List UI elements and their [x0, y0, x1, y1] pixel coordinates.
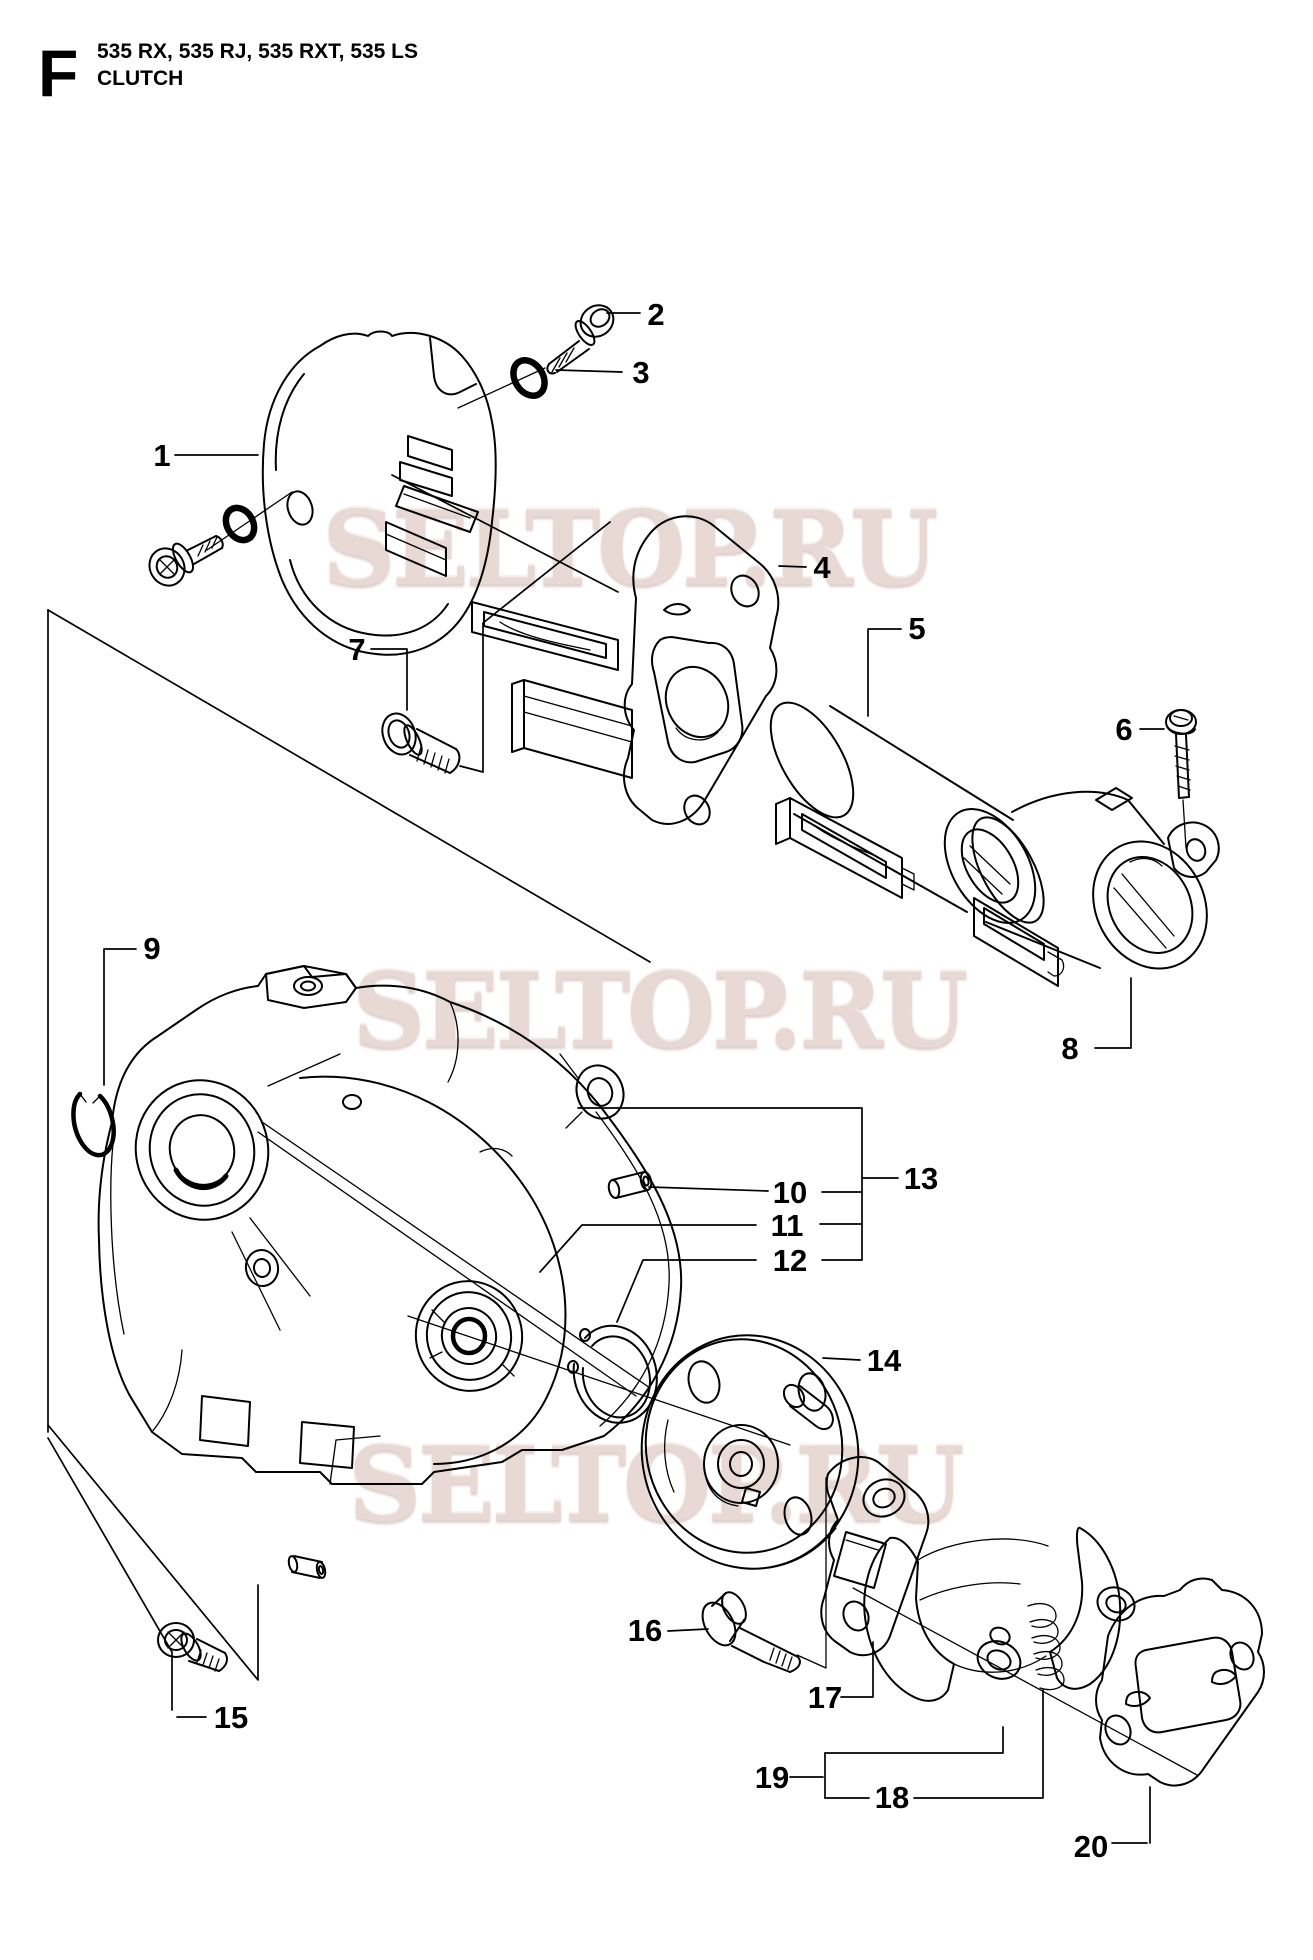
- callout-14: 14: [867, 1343, 902, 1378]
- callout-20: 20: [1074, 1829, 1108, 1864]
- part-6-screw-drawing: [1165, 709, 1197, 799]
- callout-6: 6: [1115, 712, 1132, 747]
- callout-8: 8: [1061, 1031, 1078, 1066]
- callout-11: 11: [771, 1208, 804, 1243]
- part-1-screw-drawing: [148, 504, 258, 587]
- part-2-screw-drawing: [546, 304, 615, 375]
- callout-13: 13: [904, 1161, 938, 1196]
- section-letter: F: [38, 36, 79, 110]
- page-title-models: 535 RX, 535 RJ, 535 RXT, 535 LS: [97, 40, 419, 63]
- callout-15: 15: [214, 1700, 248, 1735]
- callout-17: 17: [808, 1680, 842, 1715]
- callout-16: 16: [628, 1613, 662, 1648]
- part-14-drum-drawing: [640, 1334, 860, 1570]
- callout-9: 9: [143, 931, 160, 966]
- callout-4: 4: [813, 550, 831, 585]
- callout-7: 7: [348, 632, 365, 667]
- watermark-text: SELTOP.RU: [352, 951, 969, 1071]
- part-20-gasket-drawing: [1095, 1577, 1265, 1787]
- callout-10: 10: [773, 1175, 807, 1210]
- callout-18: 18: [875, 1780, 909, 1815]
- watermark-text: SELTOP.RU: [322, 489, 939, 609]
- dowel-pin-drawing: [287, 1555, 327, 1579]
- watermark-text: SELTOP.RU: [348, 1425, 965, 1545]
- part-5-spacer-drawing: [769, 701, 1037, 924]
- callout-2: 2: [647, 297, 664, 332]
- part-17-washer-drawing: [820, 1456, 930, 1657]
- crankcase-drawing: [97, 965, 683, 1485]
- part-7-screw-drawing: [381, 712, 461, 774]
- part-1-cover-drawing: [261, 330, 497, 656]
- callout-19: 19: [755, 1760, 789, 1795]
- part-11-bearing-drawing: [414, 1280, 524, 1392]
- part-3-oring-drawing: [510, 357, 548, 399]
- shaft-stub-drawing: [782, 1383, 834, 1431]
- part-10-pin-drawing: [607, 1171, 653, 1199]
- leader-lines: [47, 312, 1198, 1844]
- callout-numbers: 1 2 3 4 5 6 7 8 9 10 11 12 13 14 15 16 1…: [143, 297, 1132, 1864]
- part-4-flange-drawing: [471, 515, 780, 826]
- part-8-clamp-drawing: [971, 787, 1220, 987]
- part-15-screw-drawing: [157, 1622, 228, 1672]
- part-16-bolt-drawing: [701, 1591, 801, 1673]
- callout-3: 3: [632, 355, 649, 390]
- callout-12: 12: [773, 1243, 807, 1278]
- callout-1: 1: [153, 438, 170, 473]
- page-title-section: CLUTCH: [97, 67, 184, 90]
- part-9-circlip-drawing: [71, 1091, 116, 1158]
- callout-5: 5: [908, 611, 925, 646]
- part-18-clutch-drawing: [863, 1526, 1136, 1702]
